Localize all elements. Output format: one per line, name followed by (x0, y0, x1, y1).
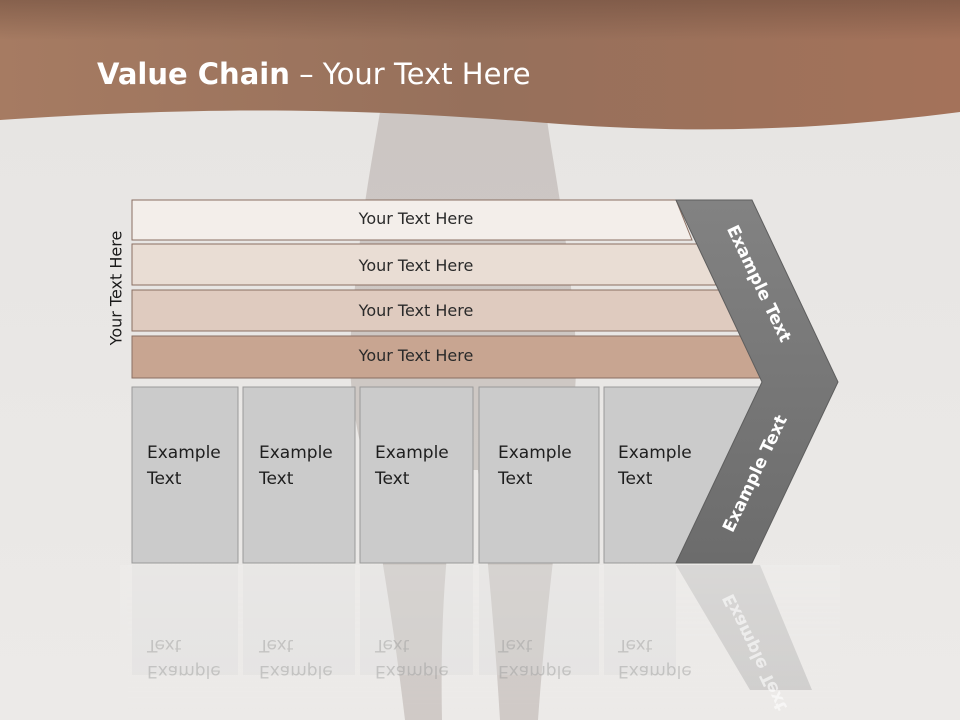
box-3-label: Example Text (375, 443, 449, 489)
box-3-shape (359, 386, 474, 564)
box-4-label: Example Text (498, 443, 572, 489)
bar-3-label: Your Text Here (358, 301, 474, 320)
box-1-shape (131, 386, 239, 564)
page-title: Value Chain – Your Text Here (97, 54, 531, 94)
bar-4-label: Your Text Here (358, 346, 474, 365)
chevron-shape (675, 199, 839, 564)
box-1-label: Example Text (147, 443, 221, 489)
box-3-label-reflection: Example Text (375, 635, 449, 681)
box-1-label-reflection: Example Text (147, 635, 221, 681)
box-2-shape (242, 386, 356, 564)
boxes-reflection (120, 565, 840, 720)
box-4-shape (478, 386, 600, 564)
box-2-label-reflection: Example Text (259, 635, 333, 681)
box-4-label-reflection: Example Text (498, 635, 572, 681)
box-2-label: Example Text (259, 443, 333, 489)
box-5-label-reflection: Example Text (618, 635, 692, 681)
box-5-label: Example Text (618, 443, 692, 489)
bar-1-label: Your Text Here (358, 209, 474, 228)
title-rest: – Your Text Here (289, 57, 531, 91)
bar-1-shape (131, 199, 693, 241)
title-bold: Value Chain (97, 57, 290, 91)
bar-2-label: Your Text Here (358, 256, 474, 275)
